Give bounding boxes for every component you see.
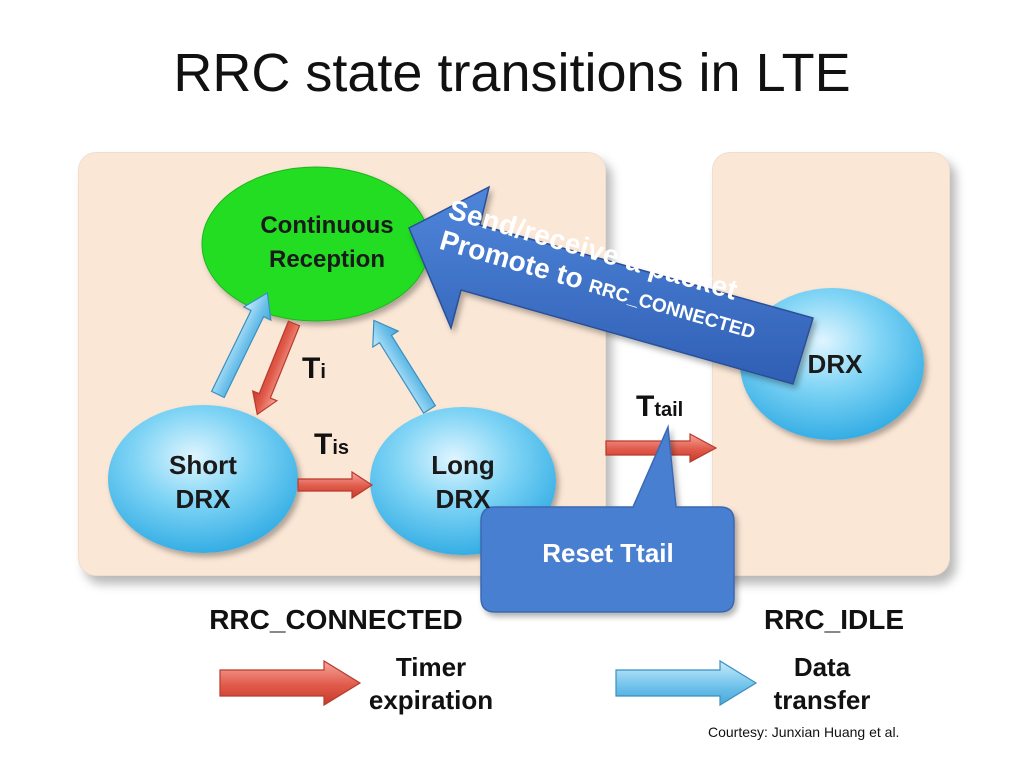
legend-timer-arrow bbox=[219, 659, 362, 707]
short-to-continuous-arrow bbox=[210, 291, 272, 399]
short-drx-label: Short DRX bbox=[169, 450, 237, 514]
legend-timer-text: Timer expiration bbox=[368, 652, 494, 715]
ti-label: Ti bbox=[302, 352, 326, 385]
long-to-continuous-arrow bbox=[372, 319, 437, 414]
idle-drx-label: DRX bbox=[807, 349, 863, 379]
tis-label: Tis bbox=[314, 428, 350, 461]
short-drx-state bbox=[108, 405, 298, 553]
rrc-idle-label: RRC_IDLE bbox=[763, 604, 904, 635]
promotion-arrow bbox=[408, 185, 814, 385]
reset-ttail-text: Reset Ttail bbox=[542, 538, 674, 568]
courtesy-note: Courtesy: Junxian Huang et al. bbox=[708, 724, 900, 740]
tis-timer-arrow bbox=[297, 470, 374, 500]
legend-data-arrow bbox=[615, 659, 758, 707]
legend-data-text: Data transfer bbox=[773, 652, 871, 715]
long-drx-label: Long DRX bbox=[431, 450, 495, 514]
continuous-reception-label: Continuous Reception bbox=[260, 212, 394, 273]
ti-timer-arrow bbox=[251, 320, 301, 416]
rrc-connected-label: RRC_CONNECTED bbox=[209, 604, 463, 635]
slide-title: RRC state transitions in LTE bbox=[173, 43, 851, 103]
ttail-label: Ttail bbox=[636, 390, 684, 423]
reset-ttail-callout bbox=[480, 424, 735, 613]
